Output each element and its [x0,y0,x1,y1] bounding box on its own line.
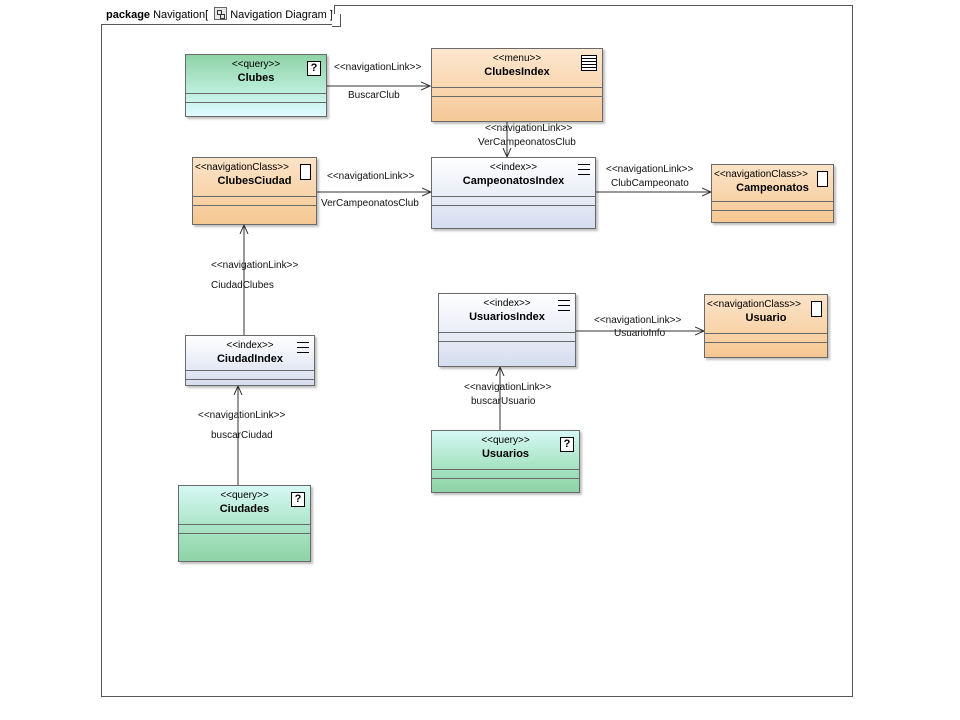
class-usuario[interactable]: <<navigationClass>> Usuario [704,294,828,358]
class-name: Clubes [237,72,275,84]
class-name: CiudadIndex [216,353,283,365]
class-clubes-ciudad[interactable]: <<navigationClass>> ClubesCiudad [192,157,317,225]
class-name: CampeonatosIndex [462,175,565,187]
class-clubes[interactable]: <<query>> Clubes ? [185,54,327,117]
link-name-ver-campeonatos-club-2: VerCampeonatosClub [321,198,419,209]
class-name: Usuarios [481,448,530,460]
class-name: Usuario [745,312,787,324]
stereotype-label: <<index>> [489,162,538,173]
stereotype-label: <<query>> [220,490,269,501]
class-campeonatos-index[interactable]: <<index>> CampeonatosIndex [431,157,596,229]
bracket-open: [ [205,9,209,21]
class-name: Ciudades [219,503,270,515]
link-name-buscar-usuario: buscarUsuario [471,396,536,407]
link-name-usuario-info: UsuarioInfo [614,328,666,339]
stereotype-label: <<navigationClass>> [195,162,289,173]
class-ciudad-index[interactable]: <<index>> CiudadIndex [185,335,315,386]
diagram-name: Navigation Diagram [230,9,327,21]
class-diagram-icon [214,7,228,20]
stereotype-label: <<navigationClass>> [714,169,808,180]
link-name-buscar-ciudad: buscarCiudad [211,430,273,441]
question-icon: ? [307,61,321,76]
class-page-icon [811,301,822,317]
stereotype-label: <<menu>> [492,53,542,64]
link-stereotype: <<navigationLink>> [334,62,422,73]
index-list-icon [558,300,570,311]
link-stereotype: <<navigationLink>> [198,410,286,421]
question-icon: ? [560,437,574,452]
class-name: ClubesCiudad [217,175,292,187]
class-ciudades[interactable]: <<query>> Ciudades ? [178,485,311,562]
class-usuarios-index[interactable]: <<index>> UsuariosIndex [438,293,576,367]
class-name: UsuariosIndex [469,311,545,323]
stereotype-label: <<query>> [481,435,530,446]
stereotype-label: <<query>> [231,59,281,70]
class-name: ClubesIndex [484,66,550,78]
class-usuarios[interactable]: <<query>> Usuarios ? [431,430,580,493]
index-list-icon [297,342,309,353]
link-stereotype: <<navigationLink>> [485,123,573,134]
class-name: Campeonatos [736,182,809,194]
class-clubes-index[interactable]: <<menu>> ClubesIndex [431,48,603,122]
index-list-icon [578,164,590,175]
link-name-ciudad-clubes: CiudadClubes [211,280,274,291]
link-name-club-campeonato: ClubCampeonato [611,178,689,189]
link-stereotype: <<navigationLink>> [594,315,682,326]
stereotype-label: <<index>> [483,298,531,309]
stereotype-label: <<index>> [226,340,274,351]
link-name-buscar-club: BuscarClub [348,90,400,101]
link-stereotype: <<navigationLink>> [211,260,299,271]
package-keyword: package [106,9,151,21]
link-stereotype: <<navigationLink>> [606,164,694,175]
link-stereotype: <<navigationLink>> [327,171,415,182]
package-tab: package Navigation[ Navigation Diagram ] [101,5,335,25]
menu-list-icon [581,55,597,71]
link-stereotype: <<navigationLink>> [464,382,552,393]
link-name-ver-campeonatos-club: VerCampeonatosClub [478,137,576,148]
stereotype-label: <<navigationClass>> [707,299,801,310]
class-page-icon [300,164,311,180]
package-name: Navigation [153,9,206,21]
class-campeonatos[interactable]: <<navigationClass>> Campeonatos [711,164,834,223]
class-page-icon [817,171,828,187]
question-icon: ? [291,492,305,507]
